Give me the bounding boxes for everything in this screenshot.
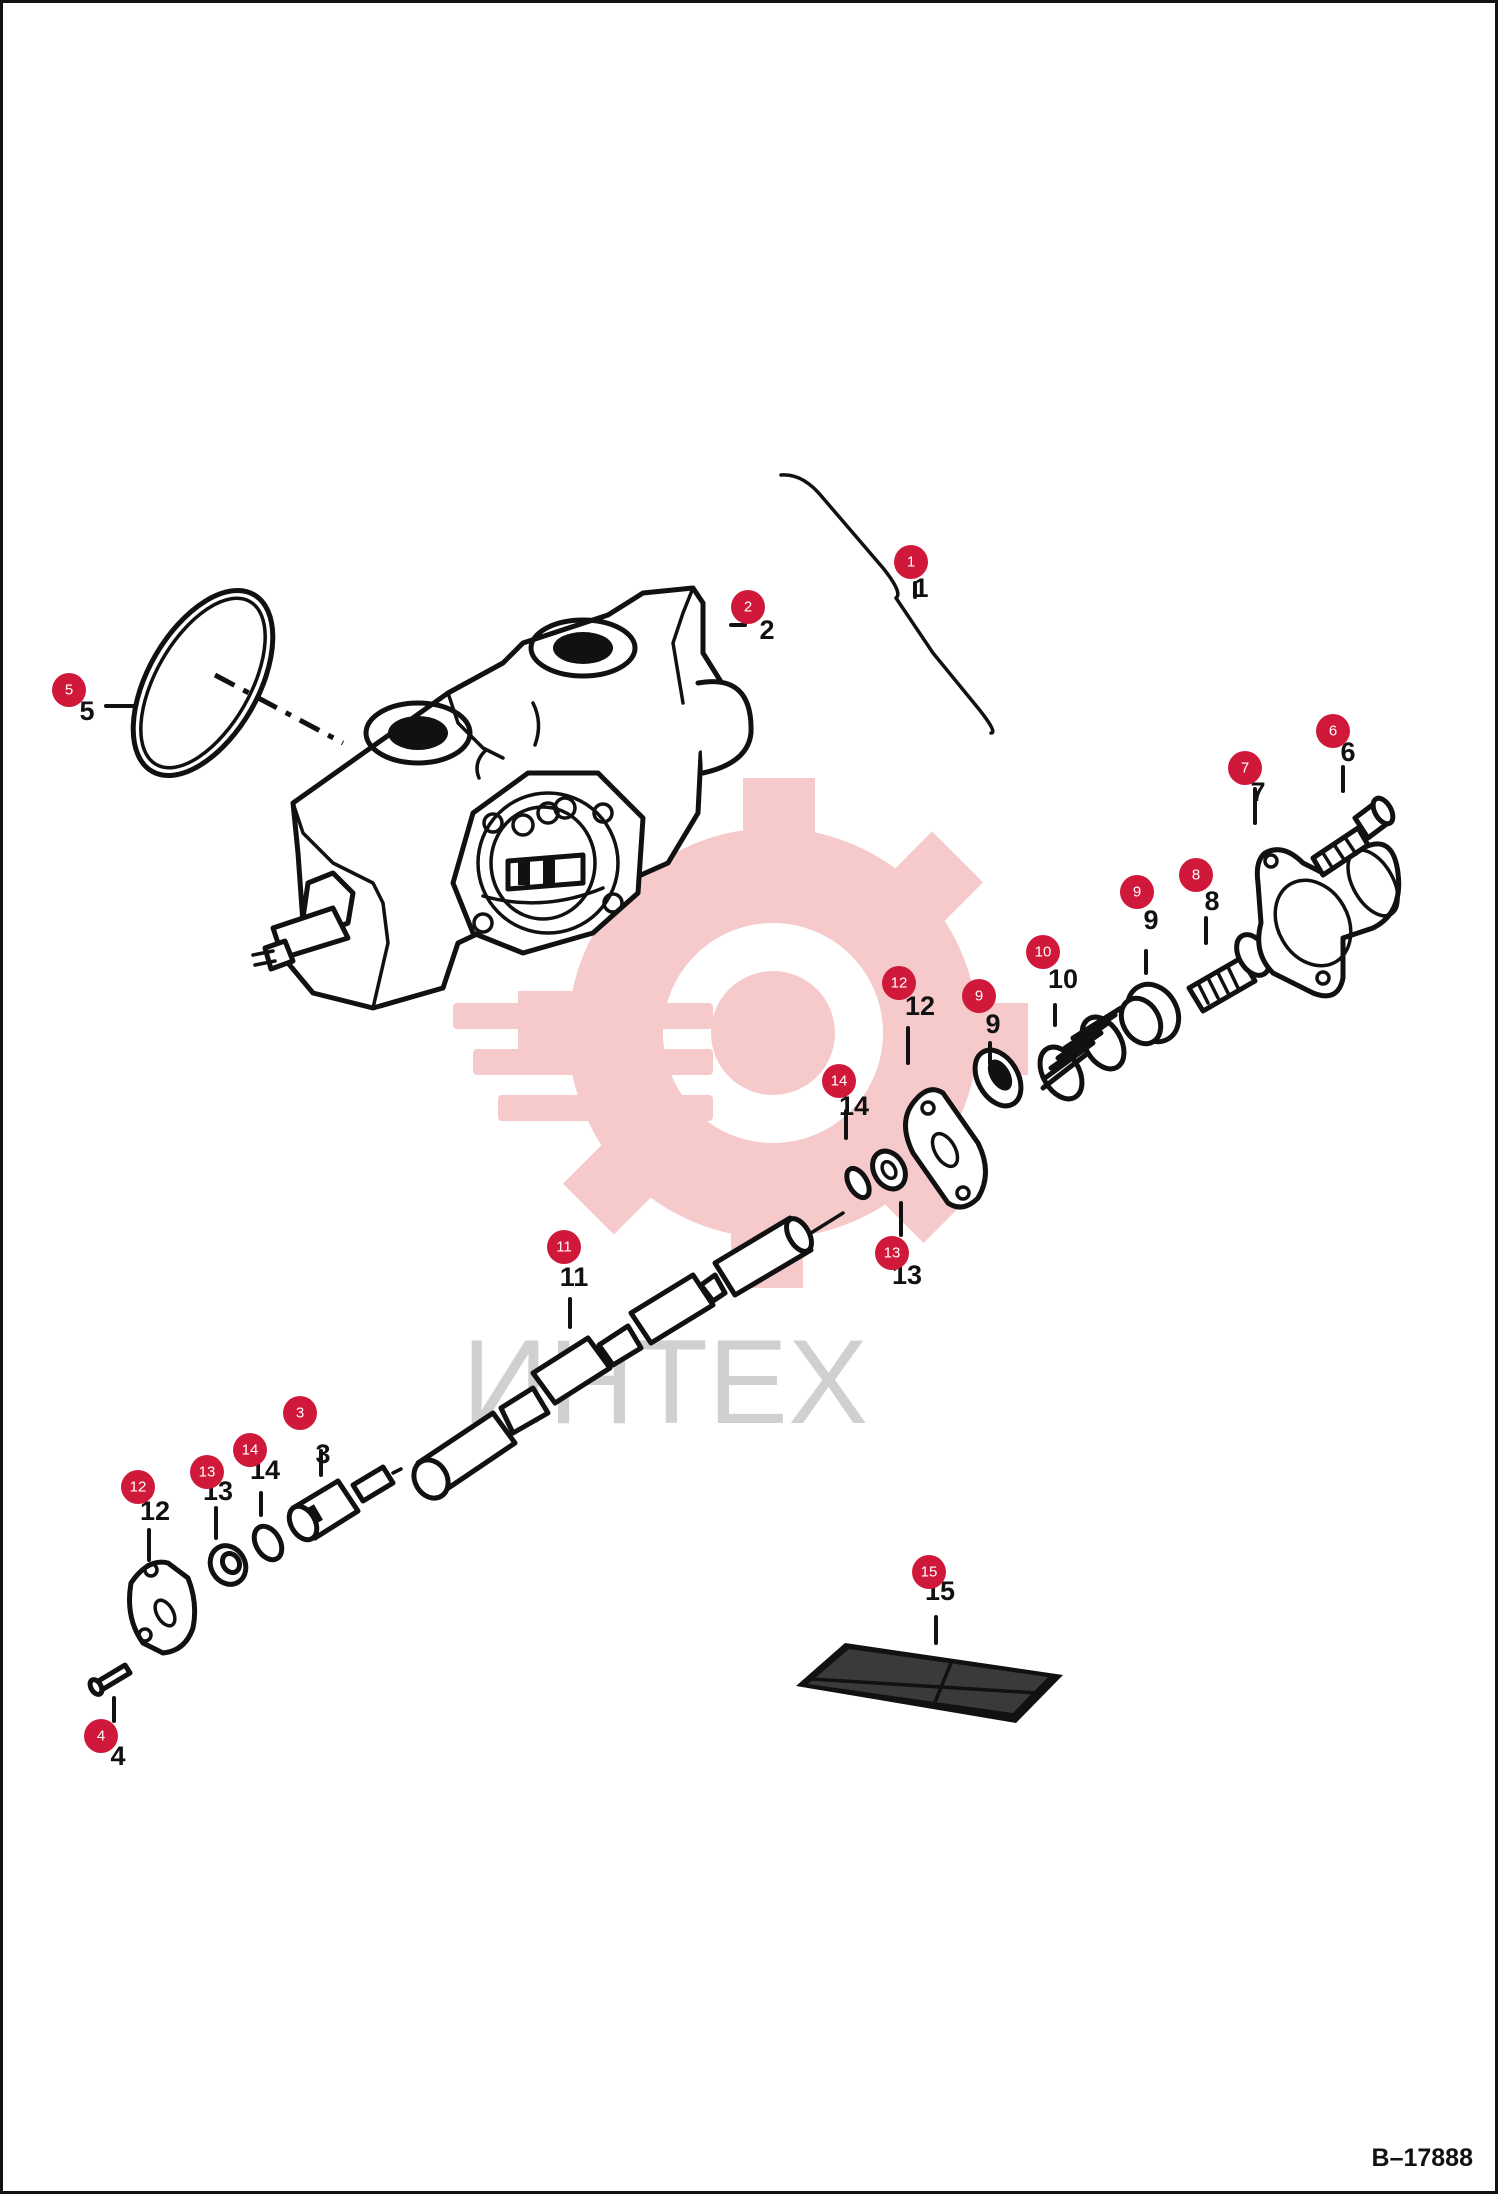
- callout-badge-9-left[interactable]: 9: [962, 979, 996, 1013]
- callout-label: 2: [759, 615, 774, 645]
- callout-badge-13-right[interactable]: 13: [875, 1236, 909, 1270]
- callout-label: 5: [79, 696, 94, 726]
- o-ring-part: [130, 587, 276, 779]
- svg-text:6: 6: [1329, 723, 1337, 740]
- washer-part: [870, 1148, 908, 1192]
- detent-plunger-part: [286, 1464, 403, 1543]
- callout-badges: 1 2 3 4 5 6 7: [52, 545, 1350, 1753]
- callout-badge-12-left[interactable]: 12: [121, 1470, 155, 1504]
- decal-part: [796, 1643, 1063, 1723]
- callout-badge-13-left[interactable]: 13: [190, 1455, 224, 1489]
- figure-code: B–17888: [1371, 2144, 1473, 2172]
- callout-badge-11[interactable]: 11: [547, 1230, 581, 1264]
- assembly-bracket-line: [779, 473, 995, 735]
- svg-text:13: 13: [884, 1245, 901, 1262]
- callout-label: 7: [1250, 777, 1265, 807]
- valve-body-part: [251, 585, 754, 1011]
- callout-label: 1: [913, 573, 928, 603]
- svg-text:3: 3: [296, 1405, 304, 1422]
- callout-label: 9: [1143, 905, 1158, 935]
- callout-badge-7[interactable]: 7: [1228, 751, 1262, 785]
- spool-part: [411, 1211, 845, 1501]
- small-ring-part: [251, 1523, 285, 1563]
- callout-label: 8: [1204, 886, 1219, 916]
- exploded-view-diagram: ИНТЕХ: [52, 473, 1402, 1771]
- spring-seat-part: [1118, 981, 1182, 1047]
- callout-label: 6: [1340, 737, 1355, 767]
- stop-bolt-part: [1186, 932, 1272, 1014]
- callout-label: 10: [1048, 964, 1078, 994]
- callout-badge-4[interactable]: 4: [84, 1719, 118, 1753]
- spring-part: [1037, 1005, 1127, 1102]
- svg-text:12: 12: [891, 975, 908, 992]
- callout-badge-14-right[interactable]: 14: [822, 1064, 856, 1098]
- svg-text:15: 15: [921, 1564, 938, 1581]
- cap-screw-part: [1310, 795, 1396, 878]
- callout-label: 3: [315, 1439, 330, 1469]
- svg-text:14: 14: [831, 1073, 848, 1090]
- end-plate-part: [903, 1087, 988, 1210]
- end-plate-part: [127, 1559, 198, 1656]
- svg-text:10: 10: [1035, 944, 1052, 961]
- washer-part: [207, 1543, 249, 1587]
- svg-text:13: 13: [199, 1464, 216, 1481]
- callout-badge-12-right[interactable]: 12: [882, 966, 916, 1000]
- callout-badge-10[interactable]: 10: [1026, 935, 1060, 969]
- svg-text:4: 4: [97, 1728, 105, 1745]
- callout-badge-15[interactable]: 15: [912, 1555, 946, 1589]
- callout-label: 12: [905, 991, 935, 1021]
- small-ring-part: [844, 1165, 872, 1201]
- screw-part: [87, 1662, 133, 1697]
- callout-badge-5[interactable]: 5: [52, 673, 86, 707]
- svg-text:14: 14: [242, 1442, 259, 1459]
- svg-text:9: 9: [1133, 884, 1141, 901]
- svg-text:12: 12: [130, 1479, 147, 1496]
- svg-text:11: 11: [556, 1239, 572, 1256]
- callout-badge-2[interactable]: 2: [731, 590, 765, 624]
- callout-label: 9: [985, 1009, 1000, 1039]
- callout-badge-9-right[interactable]: 9: [1120, 875, 1154, 909]
- svg-text:7: 7: [1241, 760, 1249, 777]
- callout-badge-3[interactable]: 3: [283, 1396, 317, 1430]
- svg-text:5: 5: [65, 682, 73, 699]
- callout-label: 11: [560, 1262, 589, 1292]
- svg-text:8: 8: [1192, 867, 1200, 884]
- spring-seat-part: [972, 1047, 1024, 1109]
- leader-lines: [104, 581, 1345, 1723]
- svg-text:2: 2: [744, 599, 752, 616]
- callout-badge-14-left[interactable]: 14: [233, 1433, 267, 1467]
- svg-text:1: 1: [907, 554, 915, 571]
- callout-badge-1[interactable]: 1: [894, 545, 928, 579]
- callout-badge-8[interactable]: 8: [1179, 858, 1213, 892]
- callout-label: 4: [110, 1741, 125, 1771]
- callout-badge-6[interactable]: 6: [1316, 714, 1350, 748]
- svg-text:9: 9: [975, 988, 983, 1005]
